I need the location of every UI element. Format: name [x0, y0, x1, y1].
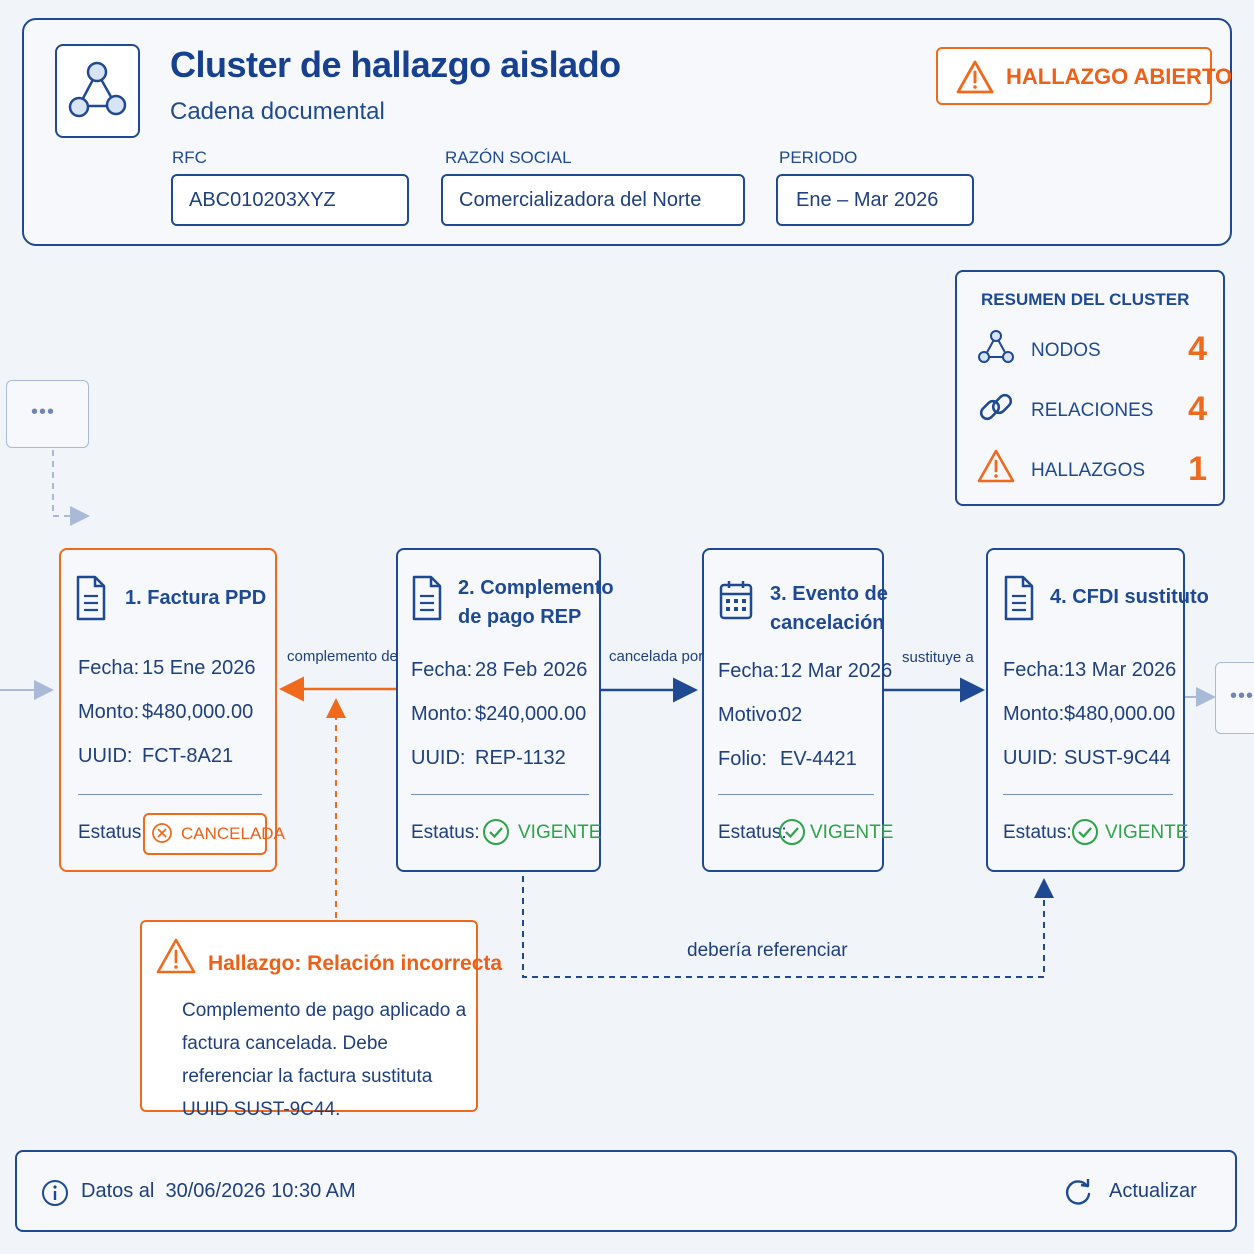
info-icon: [42, 1180, 68, 1206]
edge-label-cancelada-por: cancelada por: [609, 648, 704, 665]
card-divider: [718, 794, 874, 795]
cluster-logo: [55, 44, 140, 138]
card-divider: [1003, 794, 1173, 795]
open-finding-badge[interactable]: HALLAZGO ABIERTO: [936, 47, 1232, 105]
page-subtitle: Cadena documental: [170, 98, 385, 125]
node-title: 4. CFDI sustituto: [1050, 586, 1209, 608]
status-label: Estatus:: [411, 822, 480, 843]
cluster-summary: RESUMEN DEL CLUSTER NODOS 4 RELACIONES 4…: [955, 270, 1225, 506]
summary-relaciones-value: 4: [1188, 390, 1207, 428]
status-value: VIGENTE: [810, 822, 894, 843]
node-title: 1. Factura PPD: [125, 587, 267, 609]
razon-social-label: RAZÓN SOCIAL: [445, 148, 572, 167]
summary-title: RESUMEN DEL CLUSTER: [981, 290, 1190, 309]
row-motivo: Motivo:02: [718, 704, 803, 726]
link-icon: [979, 393, 1013, 421]
finding-description: Complemento de pago aplicado a factura c…: [182, 1000, 467, 1120]
node-factura-ppd[interactable]: 1. Factura PPD Fecha:15 Ene 2026 Monto:$…: [59, 548, 285, 872]
card-divider: [411, 794, 589, 795]
cancel-circle-icon: [152, 823, 172, 843]
status-badge: CANCELADA: [143, 813, 285, 855]
row-fecha: Fecha:28 Feb 2026: [411, 659, 588, 681]
warning-icon: [156, 938, 196, 974]
node-title: 2. Complemento de pago REP: [458, 577, 614, 628]
periodo-field[interactable]: Ene – Mar 2026: [776, 174, 974, 226]
edge-label-sustituye-a: sustituye a: [902, 649, 974, 666]
open-finding-label: HALLAZGO ABIERTO: [1006, 64, 1233, 89]
node-cfdi-sustituto[interactable]: 4. CFDI sustituto Fecha:13 Mar 2026 Mont…: [986, 548, 1209, 872]
card-divider: [78, 794, 262, 795]
row-fecha: Fecha:12 Mar 2026: [718, 660, 893, 682]
periodo-label: PERIODO: [779, 148, 858, 167]
row-uuid: UUID:REP-1132: [411, 747, 566, 769]
warning-icon: [956, 60, 994, 94]
graph-icon: [978, 330, 1014, 363]
row-folio: Folio:EV-4421: [718, 748, 857, 770]
summary-nodos-value: 4: [1188, 330, 1207, 368]
summary-nodos-label: NODOS: [1031, 340, 1101, 361]
status-value: VIGENTE: [1105, 822, 1189, 843]
node-complemento-pago[interactable]: 2. Complemento de pago REP Fecha:28 Feb …: [396, 548, 614, 872]
more-nodes-left[interactable]: •••: [6, 380, 89, 448]
check-circle-icon: [483, 819, 509, 845]
warning-icon: [977, 449, 1015, 483]
page-title: Cluster de hallazgo aislado: [170, 44, 621, 85]
row-fecha: Fecha:15 Ene 2026: [78, 657, 256, 679]
node-title: 3. Evento de cancelación: [770, 583, 888, 634]
status-value: CANCELADA: [181, 824, 285, 843]
summary-hallazgos-value: 1: [1188, 450, 1207, 488]
ellipsis-edge: [52, 450, 90, 526]
refresh-label: Actualizar: [1109, 1180, 1197, 1202]
rfc-label: RFC: [172, 148, 207, 167]
footer-bar: Datos al 30/06/2026 10:30 AM Actualizar: [15, 1150, 1237, 1232]
summary-hallazgos-label: HALLAZGOS: [1031, 460, 1146, 481]
row-monto: Monto:$480,000.00: [78, 701, 254, 723]
row-monto: Monto:$480,000.00: [1003, 703, 1176, 725]
edge-label-deberia-referenciar: debería referenciar: [687, 940, 848, 961]
status-value: VIGENTE: [518, 822, 602, 843]
ellipsis-icon: •••: [31, 401, 56, 423]
refresh-icon: [1065, 1179, 1091, 1205]
razon-social-field[interactable]: Comercializadora del Norte: [441, 174, 745, 226]
summary-relaciones-label: RELACIONES: [1031, 400, 1154, 421]
ellipsis-icon: •••: [1230, 685, 1254, 707]
status-label: Estatus:: [78, 822, 147, 843]
node-evento-cancelacion[interactable]: 3. Evento de cancelación Fecha:12 Mar 20…: [702, 548, 893, 872]
data-timestamp: Datos al 30/06/2026 10:30 AM: [81, 1180, 356, 1202]
row-uuid: UUID:SUST-9C44: [1003, 747, 1171, 769]
status-label: Estatus:: [718, 822, 787, 843]
more-nodes-right[interactable]: •••: [1215, 662, 1254, 734]
document-icon: [412, 575, 442, 621]
finding-callout[interactable]: Hallazgo: Relación incorrecta Complement…: [140, 920, 502, 1120]
document-icon: [76, 575, 106, 621]
status-label: Estatus:: [1003, 822, 1072, 843]
graph-icon: [68, 61, 127, 118]
refresh-button[interactable]: Actualizar: [1061, 1170, 1211, 1214]
rfc-field[interactable]: ABC010203XYZ: [171, 174, 409, 226]
row-uuid: UUID:FCT-8A21: [78, 745, 234, 767]
row-fecha: Fecha:13 Mar 2026: [1003, 659, 1177, 681]
finding-title: Hallazgo: Relación incorrecta: [208, 952, 503, 975]
check-circle-icon: [779, 819, 805, 845]
check-circle-icon: [1072, 819, 1098, 845]
row-monto: Monto:$240,000.00: [411, 703, 587, 725]
edge-label-complemento-de: complemento de: [287, 648, 398, 665]
calendar-icon: [719, 581, 753, 620]
document-icon: [1004, 575, 1034, 621]
